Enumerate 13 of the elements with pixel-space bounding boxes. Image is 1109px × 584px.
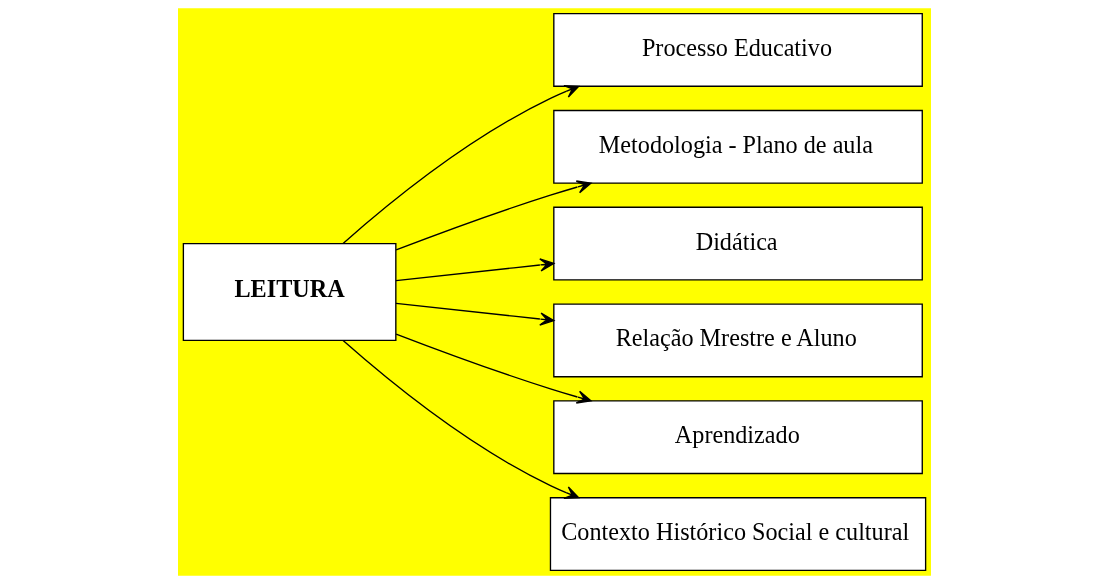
node-box: Aprendizado xyxy=(553,400,923,475)
arrow xyxy=(342,339,580,499)
arrow xyxy=(395,302,555,326)
arrow xyxy=(395,180,592,251)
node-box: Processo Educativo xyxy=(553,13,923,87)
node-box: Metodologia - Plano de aula xyxy=(553,109,923,184)
node-box: Contexto Histórico Social e cultural xyxy=(549,497,927,571)
node-box: Didática xyxy=(553,206,923,281)
node-box: LEITURA xyxy=(182,242,397,342)
arrow xyxy=(342,85,580,245)
node-box: Relação Mrestre e Aluno xyxy=(553,303,923,378)
arrow xyxy=(395,258,555,282)
arrow xyxy=(395,333,592,404)
